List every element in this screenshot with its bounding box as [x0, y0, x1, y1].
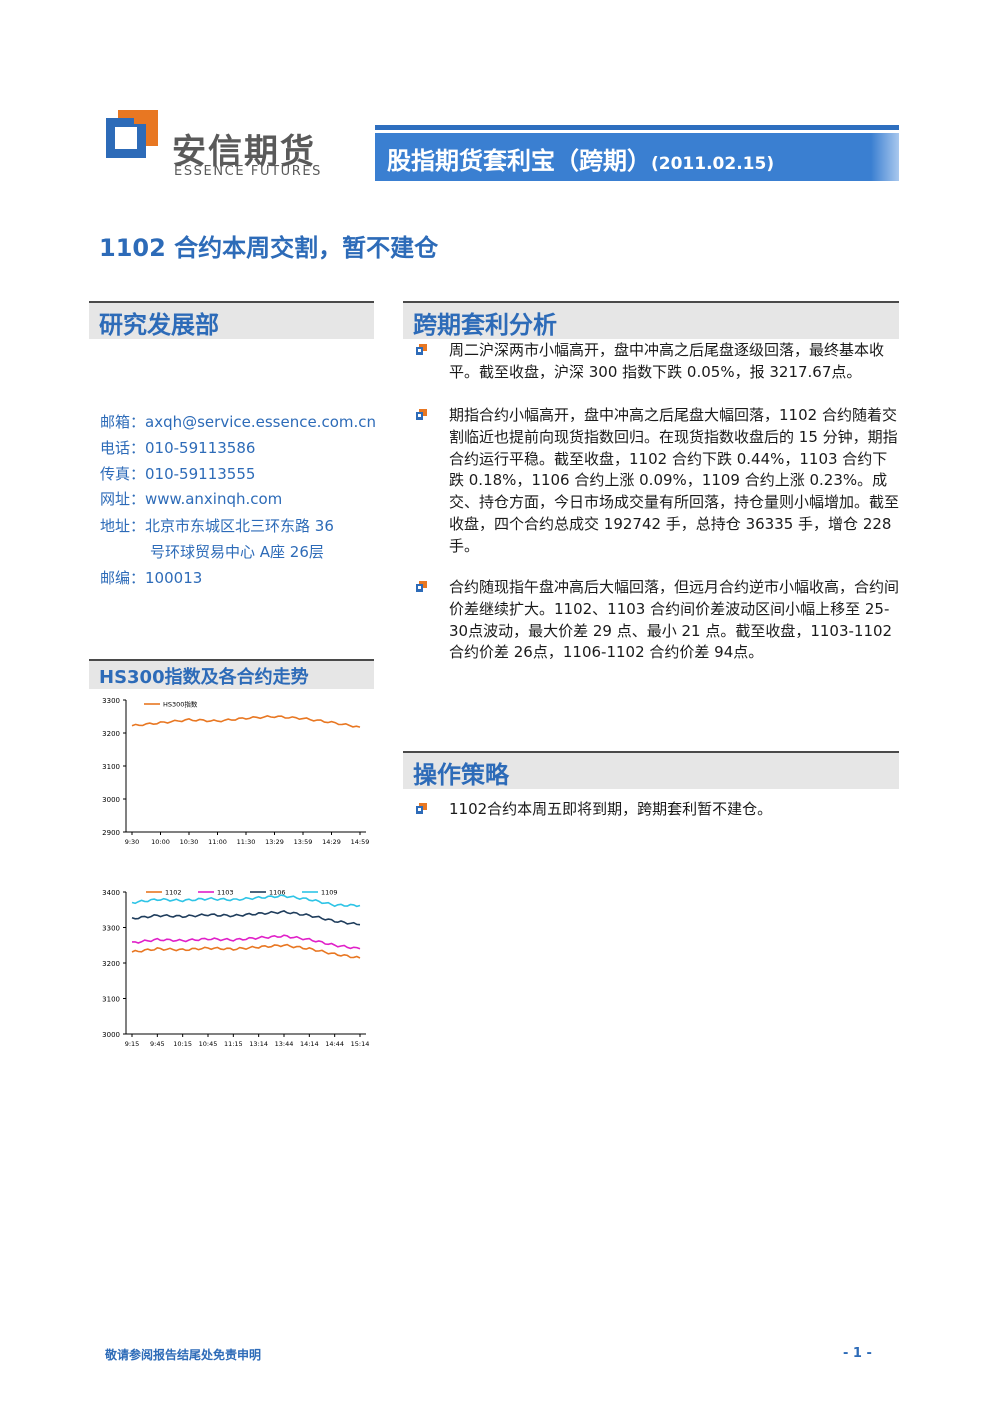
contact-phone: 电话：010-59113586	[100, 439, 256, 457]
x-tick-label: 14:59	[351, 838, 370, 846]
x-tick-label: 9:15	[125, 1040, 140, 1048]
legend-label: HS300指数	[163, 700, 198, 709]
series-line-1102	[131, 943, 361, 959]
series-line-HS300指数	[131, 715, 361, 728]
y-tick-label: 3200	[102, 960, 120, 968]
contact-address-line2: 号环球贸易中心 A座 26层	[150, 543, 324, 561]
x-tick-label: 11:30	[237, 838, 256, 846]
analysis-paragraph-2: 期指合约小幅高开，盘中冲高之后尾盘大幅回落，1102 合约随着交割临近也提前向现…	[449, 406, 900, 555]
report-title-text: 股指期货套利宝（跨期）	[387, 147, 651, 175]
headline: 1102 合约本周交割，暂不建仓	[99, 234, 439, 262]
section-header-analysis: 跨期套利分析	[403, 301, 899, 339]
section-title: 操作策略	[413, 761, 509, 789]
x-tick-label: 10:30	[180, 838, 199, 846]
banner-gradient	[871, 133, 899, 181]
bullet-icon	[416, 344, 427, 355]
x-tick-label: 13:29	[265, 838, 284, 846]
y-tick-label: 3400	[102, 889, 120, 897]
x-tick-label: 14:44	[325, 1040, 344, 1048]
x-tick-label: 10:15	[173, 1040, 192, 1048]
banner-top-rule	[375, 125, 899, 130]
section-title: 跨期套利分析	[413, 311, 557, 339]
y-tick-label: 3300	[102, 697, 120, 705]
y-tick-label: 2900	[102, 829, 120, 837]
bullet-icon	[416, 409, 427, 420]
x-tick-label: 9:45	[150, 1040, 165, 1048]
section-header-research: 研究发展部	[89, 301, 374, 339]
report-date: (2011.02.15)	[651, 154, 775, 174]
analysis-paragraph-1: 周二沪深两市小幅高开，盘中冲高之后尾盘逐级回落，最终基本收平。截至收盘，沪深 3…	[449, 341, 885, 381]
y-tick-label: 3000	[102, 1031, 120, 1039]
x-tick-label: 13:59	[294, 838, 313, 846]
series-line-1109	[131, 894, 361, 908]
futures-contracts-chart: 3000 3100 3200 3300 3400 9:15 9:45 10:15 10:45 11…	[102, 889, 370, 1049]
y-tick-label: 3100	[102, 763, 120, 771]
series-line-1103	[132, 934, 361, 950]
x-tick-label: 10:45	[199, 1040, 218, 1048]
analysis-paragraph-3: 合约随现指午盘冲高后大幅回落，但远月合约逆市小幅收高，合约间价差继续扩大。110…	[449, 578, 900, 662]
strategy-paragraph-1: 1102合约本周五即将到期，跨期套利暂不建仓。	[449, 800, 773, 818]
contact-postcode: 邮编：100013	[100, 569, 203, 587]
x-tick-label: 11:00	[208, 838, 227, 846]
y-tick-label: 3200	[102, 730, 120, 738]
contact-address: 地址：北京市东城区北三环东路 36	[100, 517, 334, 535]
section-title: HS300指数及各合约走势	[99, 667, 309, 688]
footer-disclaimer: 敬请参阅报告结尾处免责申明	[105, 1348, 262, 1362]
x-tick-label: 13:44	[275, 1040, 294, 1048]
y-tick-label: 3300	[102, 925, 120, 933]
email-value: axqh@service.essence.com.cn	[145, 413, 377, 431]
logo-icon	[106, 110, 158, 158]
y-tick-label: 3000	[102, 796, 120, 804]
legend-label: 1103	[217, 889, 234, 897]
x-tick-label: 14:29	[322, 838, 341, 846]
bullet-icon	[416, 803, 427, 814]
y-tick-label: 3100	[102, 996, 120, 1004]
brand-name-en: ESSENCE FUTURES	[174, 164, 323, 179]
x-tick-label: 10:00	[151, 838, 170, 846]
report-title: 股指期货套利宝（跨期）(2011.02.15)	[387, 141, 774, 176]
x-tick-label: 11:15	[224, 1040, 243, 1048]
series-line-1106	[131, 910, 361, 926]
x-tick-label: 9:30	[125, 838, 140, 846]
hs300-index-chart: 2900 3000 3100 3200 3300 9:30 10:00 10:30 11:00 1…	[102, 697, 370, 846]
contact-website: 网址：www.anxinqh.com	[100, 490, 283, 508]
legend-label: 1109	[321, 889, 338, 897]
brand-name-cn: 安信期货	[172, 132, 316, 172]
section-title: 研究发展部	[99, 311, 219, 339]
header-banner: 股指期货套利宝（跨期）(2011.02.15)	[375, 133, 899, 181]
legend-label: 1102	[165, 889, 182, 897]
contact-fax: 传真：010-59113555	[100, 465, 256, 483]
bullet-icon	[416, 581, 427, 592]
contact-email: 邮箱：axqh@service.essence.com.cn	[100, 413, 377, 431]
x-tick-label: 14:14	[300, 1040, 319, 1048]
page-number: - 1 -	[843, 1346, 872, 1361]
x-tick-label: 15:14	[351, 1040, 370, 1048]
x-tick-label: 13:14	[249, 1040, 268, 1048]
legend-label: 1106	[269, 889, 286, 897]
section-header-strategy: 操作策略	[403, 751, 899, 789]
section-header-chart: HS300指数及各合约走势	[89, 659, 374, 689]
